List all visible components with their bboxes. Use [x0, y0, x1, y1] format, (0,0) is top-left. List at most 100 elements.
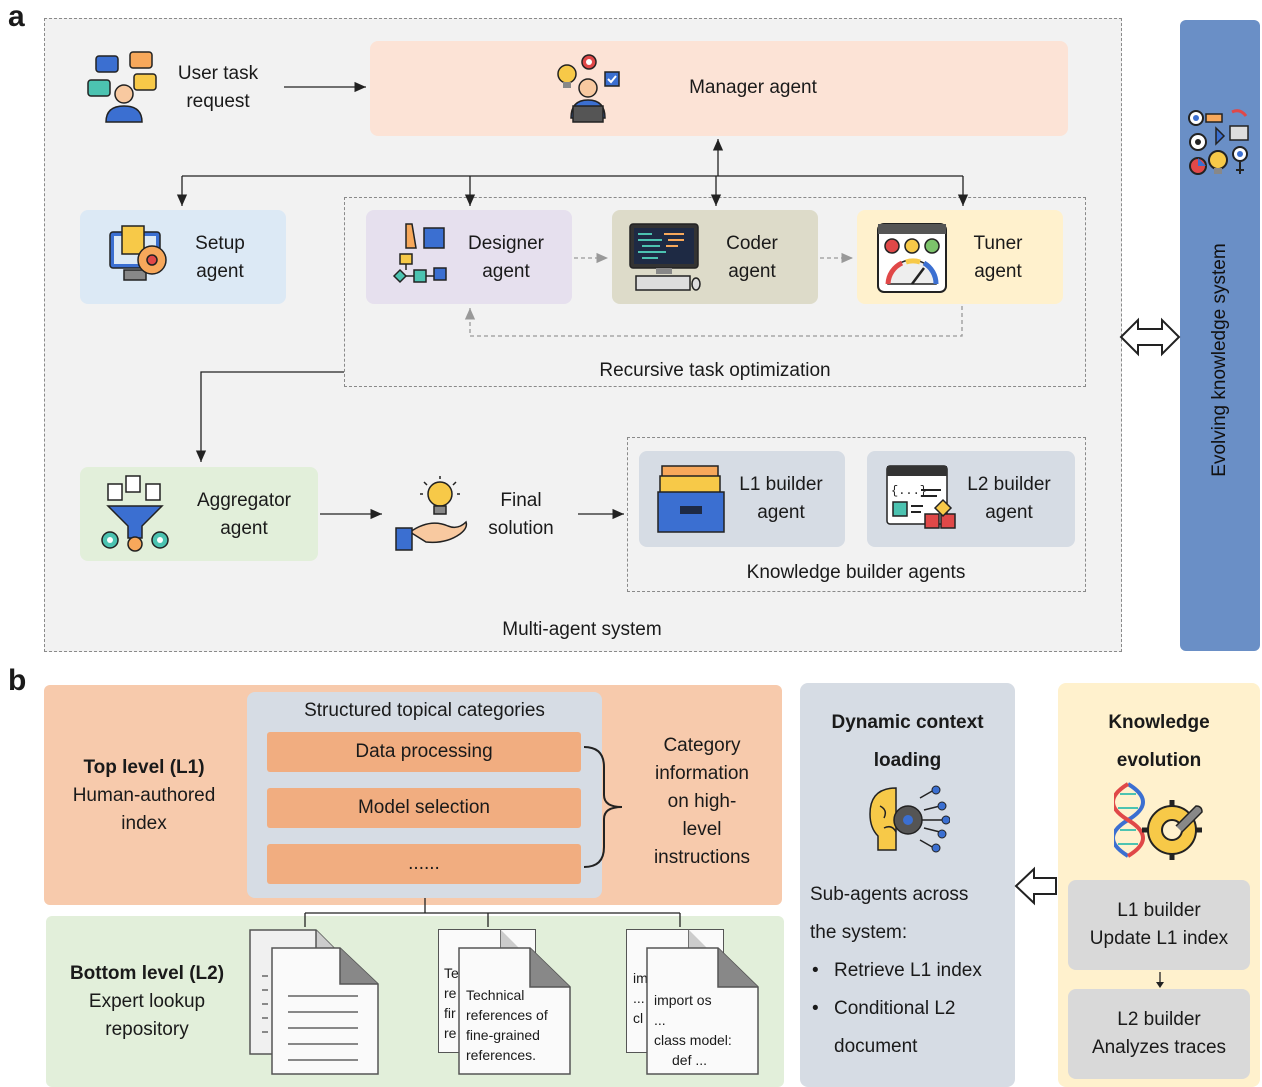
doc2-back-line3: fir [444, 1005, 456, 1021]
l1-update-line2: Update L1 index [1089, 928, 1229, 949]
dynamic-body-line2: the system: [810, 922, 908, 943]
evolution-down-arrow [1156, 972, 1164, 988]
doc2-front-line4: references. [466, 1047, 537, 1063]
l1-to-l2-connectors [304, 898, 681, 927]
top-level-title: Top level (L1) [83, 757, 205, 778]
tuner-line2: agent [974, 261, 1022, 282]
doc3-back-line2: ... [633, 990, 645, 1006]
l1-builder-line1: L1 builder [739, 474, 823, 495]
manager-agent-box [370, 41, 1068, 136]
doc2-back-line2: re [444, 985, 457, 1001]
dynamic-title-line1: Dynamic context [831, 712, 984, 733]
evolution-title-line1: Knowledge [1108, 712, 1210, 733]
bottom-level-label: Bottom level (L2) Expert lookup reposito… [52, 960, 242, 1044]
dynamic-body-line1: Sub-agents across [810, 884, 969, 905]
document-2-front-shape [458, 947, 571, 1075]
final-solution-label: Final solution [474, 487, 568, 543]
final-line1: Final [500, 490, 542, 511]
coder-monitor-icon [629, 223, 701, 291]
doc2-front-line1: Technical [466, 987, 525, 1003]
category-model-selection: Model selection [267, 788, 581, 828]
category-data-processing: Data processing [267, 732, 581, 772]
recursive-optimization-label: Recursive task optimization [599, 360, 831, 381]
categories-title: Structured topical categories [304, 700, 545, 721]
top-level-line2: Human-authored [72, 785, 216, 806]
user-task-line1: User task [177, 63, 259, 84]
document-2-front-text: Technical references of fine-grained ref… [466, 985, 570, 1065]
final-line2: solution [488, 518, 554, 539]
aggregator-line1: Aggregator [196, 490, 291, 511]
l2-builder-label: L2 builder agent [956, 471, 1062, 527]
doc3-front-line2: ... [654, 1012, 666, 1028]
tuner-agent-label: Tuner agent [958, 230, 1038, 286]
l2-analyze-line1: L2 builder [1117, 1009, 1201, 1030]
category-info-line5: instructions [653, 847, 751, 868]
l1-builder-line2: agent [757, 502, 805, 523]
ai-brain-icon [869, 785, 950, 853]
knowledge-builder-frame [627, 437, 1086, 592]
doc3-front-line1: import os [654, 992, 712, 1008]
document-3-front-text: import os ... class model: def ... [654, 990, 758, 1070]
tuner-gauge-icon [877, 223, 947, 293]
user-task-line2: request [186, 91, 250, 112]
coder-line2: agent [728, 261, 776, 282]
bottom-level-line3: repository [105, 1019, 189, 1040]
dynamic-context-body: Sub-agents across the system: •Retrieve … [810, 876, 1010, 1066]
left-hollow-arrow-icon [1014, 866, 1057, 906]
l2-builder-analyze-box: L2 builder Analyzes traces [1068, 989, 1250, 1079]
doc2-front-line3: fine-grained [466, 1027, 540, 1043]
category-info-label: Category information on high- level inst… [640, 732, 764, 872]
dynamic-bullet-2: •Conditional L2 [812, 998, 956, 1019]
doc3-back-line3: cl [633, 1010, 644, 1026]
dynamic-bullet-2-cont: document [834, 1036, 918, 1057]
tuner-line1: Tuner [973, 233, 1023, 254]
setup-gear-icon [109, 225, 167, 281]
user-task-label: User task request [166, 60, 270, 116]
bottom-level-title: Bottom level (L2) [69, 963, 225, 984]
dna-gear-icon [1114, 782, 1203, 860]
category-info-line3: on high- [667, 791, 737, 812]
setup-agent-label: Setup agent [180, 230, 260, 286]
category-more: ...... [267, 844, 581, 884]
svg-text:{...}: {...} [891, 484, 927, 498]
final-solution-icon [395, 476, 468, 551]
l2-builder-line2: agent [985, 502, 1033, 523]
top-level-label: Top level (L1) Human-authored index [52, 754, 236, 838]
dynamic-bullet-2-text: Conditional L2 [834, 998, 956, 1019]
setup-line1: Setup [195, 233, 245, 254]
setup-line2: agent [196, 261, 244, 282]
manager-agent-label: Manager agent [689, 77, 817, 98]
evolution-title-line2: evolution [1116, 750, 1202, 771]
double-arrow-icon [1119, 317, 1181, 357]
l2-analyze-line2: Analyzes traces [1091, 1037, 1227, 1058]
manager-agent-icon [557, 54, 620, 123]
designer-flow-icon [392, 223, 447, 284]
doc3-back-line1: im [633, 970, 648, 986]
folder-cabinet-icon [657, 465, 725, 533]
doc2-back-line1: Te [444, 965, 459, 981]
panel-a-connectors [176, 81, 969, 520]
category-info-line4: level [682, 819, 722, 840]
bottom-level-line2: Expert lookup [88, 991, 206, 1012]
coder-agent-label: Coder agent [712, 230, 792, 286]
dynamic-title-line2: loading [873, 750, 942, 771]
doc2-back-line4: re [444, 1025, 457, 1041]
user-chat-icon [87, 51, 157, 123]
panel-a-label: a [8, 0, 25, 33]
aggregator-funnel-icon [101, 475, 169, 552]
aggregator-agent-label: Aggregator agent [186, 487, 302, 543]
knowledge-builder-agents-label: Knowledge builder agents [746, 562, 966, 583]
category-brace [583, 746, 623, 868]
category-info-line1: Category [663, 735, 741, 756]
dynamic-context-title: Dynamic context loading [800, 704, 1015, 780]
aggregator-line2: agent [220, 518, 268, 539]
l1-update-line1: L1 builder [1117, 900, 1201, 921]
panel-b-label: b [8, 664, 27, 697]
knowledge-evolution-title: Knowledge evolution [1058, 704, 1260, 780]
doc3-front-line3: class model: [654, 1032, 732, 1048]
document-icon-1 [249, 929, 379, 1075]
top-level-line3: index [121, 813, 167, 834]
multi-agent-system-label: Multi-agent system [502, 619, 662, 640]
designer-agent-label: Designer agent [458, 230, 554, 286]
designer-line2: agent [482, 261, 530, 282]
